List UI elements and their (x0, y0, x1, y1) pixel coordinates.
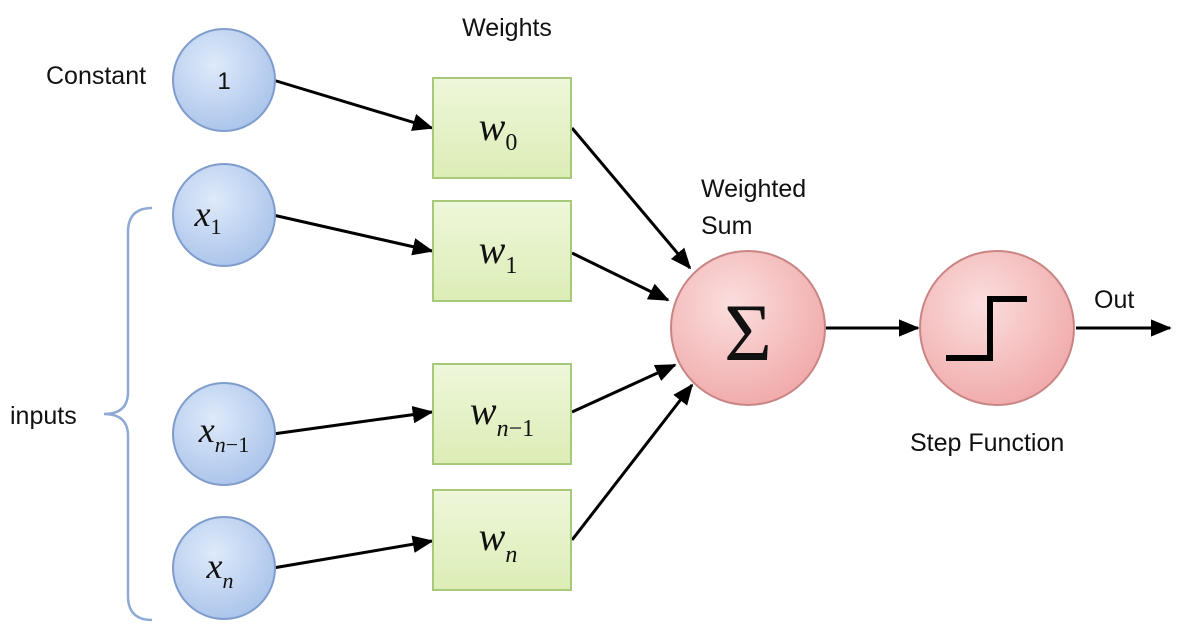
input-node-xn-minus-1 (172, 382, 276, 486)
input-node-x1-label: x1 (194, 194, 222, 239)
weight-w1-label: w1 (479, 227, 518, 279)
weight-wn-minus-1-label: wn−1 (470, 388, 534, 442)
input-node-xn-minus-1-label: xn−1 (198, 410, 249, 457)
constant-node-value: 1 (217, 68, 230, 95)
constant-node (172, 28, 276, 132)
inputs-brace (103, 206, 153, 622)
inputs-label: inputs (10, 402, 77, 430)
step-function-node (919, 250, 1075, 406)
weights-label: Weights (462, 14, 552, 42)
weight-box-wn-minus-1 (432, 363, 572, 465)
input-node-x1 (172, 163, 276, 267)
weight-box-wn (432, 489, 572, 591)
edge-w1-to-sum (571, 251, 670, 302)
edge-x1-to-w1 (272, 213, 434, 256)
sum-symbol: Σ (724, 287, 772, 378)
edge-xn1-to-wn1 (272, 405, 434, 436)
weighted-sum-label-line2: Sum (701, 212, 752, 240)
weighted-sum-label-line1: Weighted (701, 175, 806, 203)
input-node-xn-label: xn (206, 546, 234, 593)
edge-constant-to-w0 (272, 78, 434, 131)
weight-box-w1 (432, 200, 572, 302)
weight-box-w0 (432, 77, 572, 179)
edge-wn-to-sum (570, 383, 694, 541)
edge-wn1-to-sum (571, 363, 677, 414)
step-function-label: Step Function (910, 429, 1064, 457)
constant-label: Constant (46, 62, 146, 90)
weighted-sum-node (670, 250, 826, 406)
out-label: Out (1094, 286, 1134, 314)
weight-w0-label: w0 (479, 104, 518, 156)
edge-xn-to-wn (272, 535, 434, 570)
step-function-icon (946, 296, 1027, 361)
input-node-xn (172, 516, 276, 620)
edge-w0-to-sum (570, 127, 692, 270)
weight-wn-label: wn (479, 514, 518, 568)
